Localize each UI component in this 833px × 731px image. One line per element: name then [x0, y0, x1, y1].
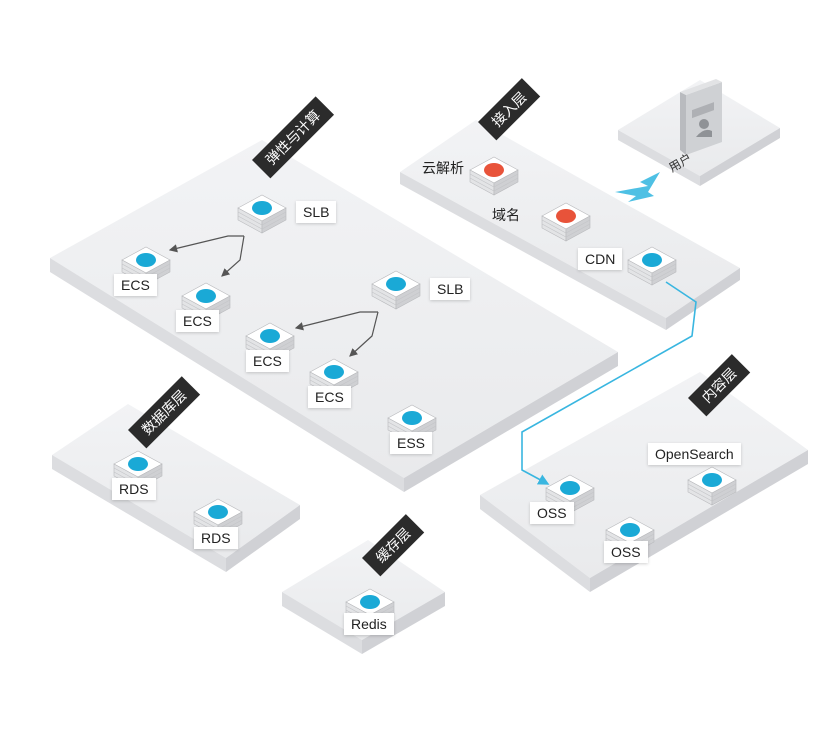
- oss1-label: OSS: [530, 502, 574, 524]
- slb1-label: SLB: [296, 201, 337, 223]
- rds2-device: [193, 498, 243, 538]
- ecs4-device: [309, 358, 359, 398]
- domain-label: 域名: [492, 207, 520, 223]
- oss2-label: OSS: [604, 541, 648, 563]
- cache-layer-platform: [282, 540, 445, 654]
- opensearch-device: [687, 466, 737, 506]
- cdn-oss-connector: [521, 281, 697, 485]
- rds2-label: RDS: [194, 527, 238, 549]
- dns-label: 云解析: [422, 160, 464, 176]
- compute-layer-platform: [50, 140, 618, 492]
- slb1-connectors: [168, 235, 245, 277]
- slb2-label: SLB: [430, 278, 471, 300]
- ecs3-label: ECS: [246, 350, 289, 372]
- cdn-label: CDN: [578, 248, 623, 270]
- ecs4-label: ECS: [308, 386, 351, 408]
- rds1-label: RDS: [112, 478, 156, 500]
- user-request-arrow: [615, 172, 660, 202]
- ecs1-label: ECS: [114, 274, 157, 296]
- slb2-device: [371, 270, 421, 310]
- dns-device: [469, 156, 519, 196]
- user-terminal-icon: [680, 79, 722, 155]
- ecs2-label: ECS: [176, 310, 219, 332]
- redis-label: Redis: [344, 613, 394, 635]
- cdn-device: [627, 246, 677, 286]
- ess-label: ESS: [390, 432, 433, 454]
- database-layer-platform: [52, 404, 300, 572]
- slb1-device: [237, 194, 287, 234]
- opensearch-label: OpenSearch: [648, 443, 741, 465]
- domain-device: [541, 202, 591, 242]
- slb2-connectors: [294, 311, 379, 357]
